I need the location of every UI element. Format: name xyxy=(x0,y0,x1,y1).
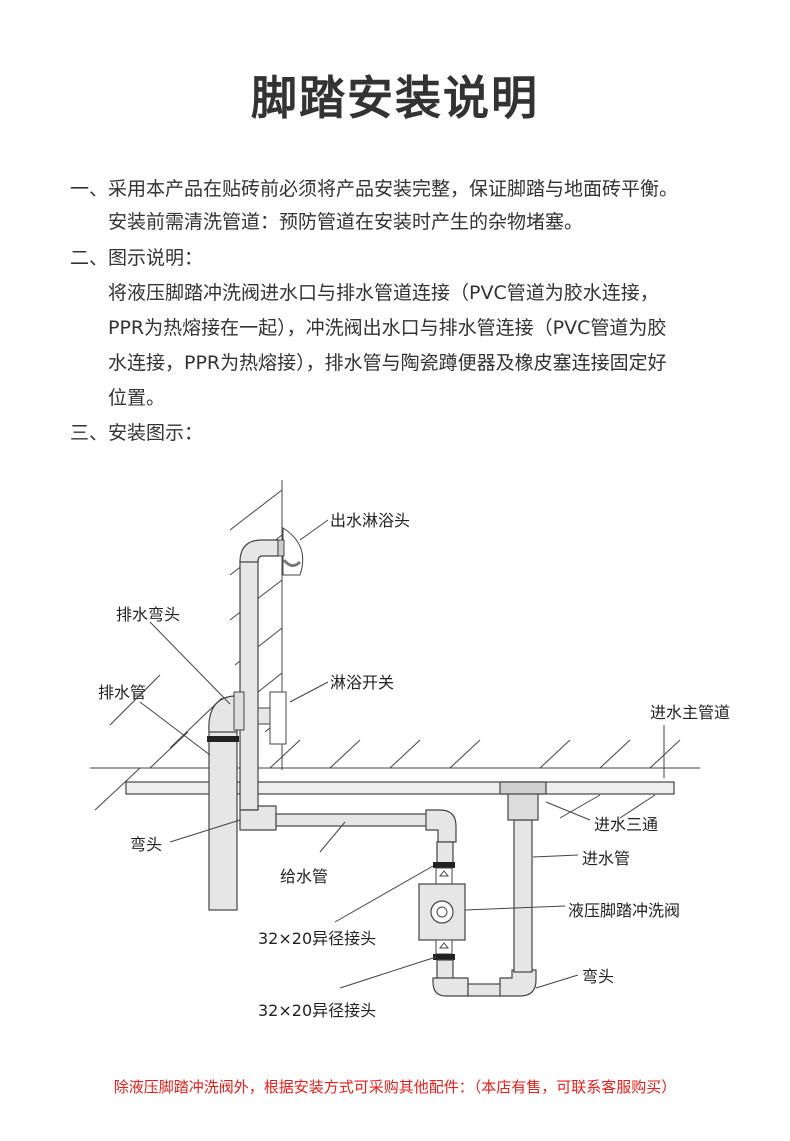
flush-valve xyxy=(418,867,466,960)
label-valve: 液压脚踏冲洗阀 xyxy=(568,901,680,920)
footer-note: 除液压脚踏冲洗阀外，根据安装方式可采购其他配件：（本店有售，可联系客服购买） xyxy=(113,1078,677,1096)
section2-line4: 位置。 xyxy=(108,387,166,409)
section1-line2: 安装前需清洗管道：预防管道在安装时产生的杂物堵塞。 xyxy=(108,211,584,233)
label-inlet-pipe: 进水管 xyxy=(582,849,630,868)
drain-pipe xyxy=(207,691,245,911)
label-drain-elbow: 排水弯头 xyxy=(116,605,180,624)
label-inlet-tee: 进水三通 xyxy=(594,815,658,834)
section2-heading: 二、图示说明： xyxy=(70,247,204,269)
label-shower-head: 出水淋浴头 xyxy=(330,511,410,530)
label-elbow-right: 弯头 xyxy=(582,967,614,986)
section2-line2: PPR为热熔接在一起），冲洗阀出水口与排水管连接（PVC管道为胶 xyxy=(108,317,667,339)
installation-diagram: 出水淋浴头 排水弯头 排水管 淋浴开关 进水主管道 进水三通 弯头 进水管 给水… xyxy=(90,480,730,1020)
label-elbow-left: 弯头 xyxy=(130,835,162,854)
section2-line3: 水连接，PPR为热熔接），排水管与陶瓷蹲便器及橡皮塞连接固定好 xyxy=(108,352,667,374)
section1-line1: 一、采用本产品在贴砖前必须将产品安装完整，保证脚踏与地面砖平衡。 xyxy=(70,178,679,200)
section2-line1: 将液压脚踏冲洗阀进水口与排水管道连接（PVC管道为胶水连接， xyxy=(108,282,659,304)
label-drain-pipe: 排水管 xyxy=(98,683,146,702)
label-shower-switch: 淋浴开关 xyxy=(330,673,394,692)
shower-switch xyxy=(257,691,287,745)
label-reducer-top: 32×20异径接头 xyxy=(258,929,376,948)
label-supply-pipe: 给水管 xyxy=(280,867,328,886)
label-main-inlet: 进水主管道 xyxy=(650,703,730,722)
section3-heading: 三、安装图示： xyxy=(70,422,204,444)
page-title: 脚踏安装说明 xyxy=(251,71,539,125)
label-reducer-bottom: 32×20异径接头 xyxy=(258,1001,376,1020)
shower-head xyxy=(282,527,304,576)
floor-hatch xyxy=(90,674,700,819)
